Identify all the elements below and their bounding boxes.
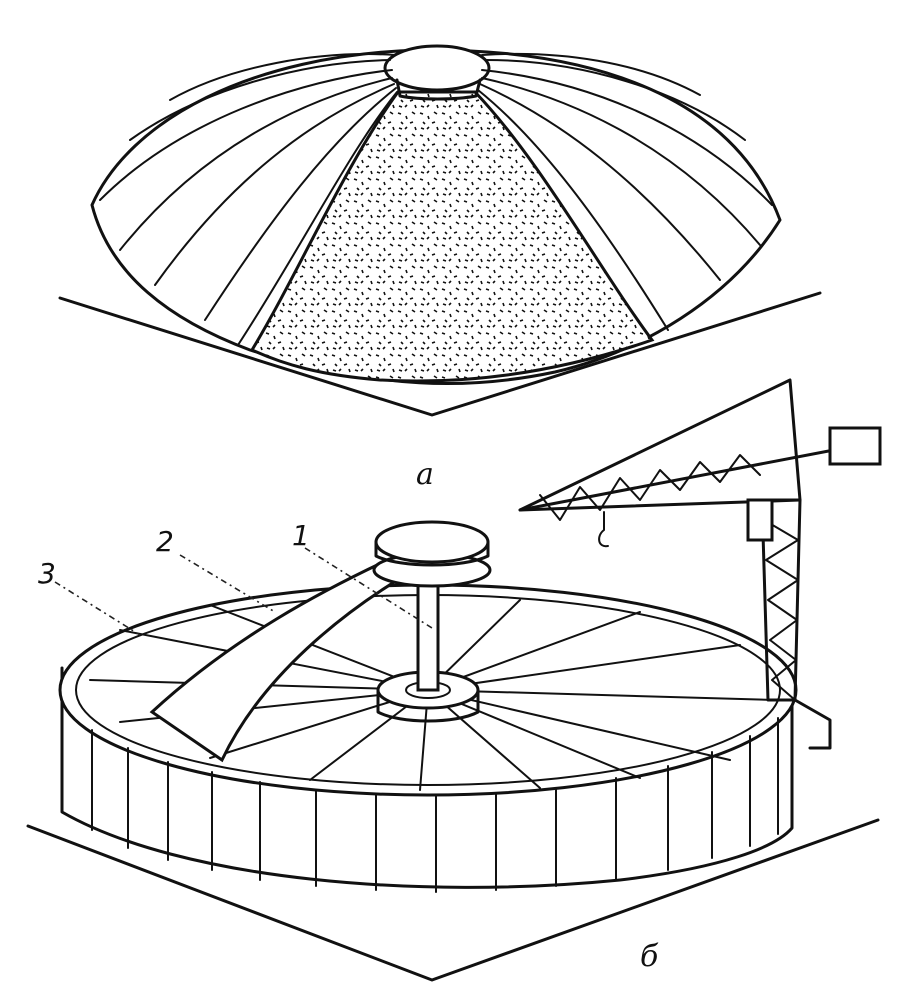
tank-wall [60,666,794,889]
top-cap-upper [374,520,490,564]
top-cap-rim [374,540,490,567]
part-b-label: б [640,939,659,974]
dome-ribs-right [477,52,773,331]
callout-2-leader [179,554,276,613]
crane-cabin [746,498,774,542]
tank-wall-staves [91,717,779,893]
callout-1: 1 [292,519,310,552]
crane-jib-upper [518,378,802,512]
crane-hook [598,511,609,548]
dome-crown-ring [395,78,482,101]
reservoir-ground-plane [26,818,880,982]
dome-ground-plane [58,291,822,417]
reservoir-drawing [26,378,882,982]
crane-counterweight [828,426,882,466]
crane-base [793,698,832,750]
dome-crown-cap [383,44,491,92]
tower-crane [518,378,882,750]
callout-3: 3 [38,557,56,590]
dome-ribs-left [99,53,398,346]
callout-2: 2 [156,525,174,558]
crane-tower-lattice [763,519,799,701]
callout-3-leader [54,581,141,636]
callout-1-leader [304,547,433,629]
dome-outline [90,48,782,386]
sand-fill-core [249,90,655,383]
part-a-label: a [416,457,434,492]
dome-drawing [58,44,822,417]
crane-jib-lattice [539,454,761,521]
center-hub-body [376,688,480,723]
